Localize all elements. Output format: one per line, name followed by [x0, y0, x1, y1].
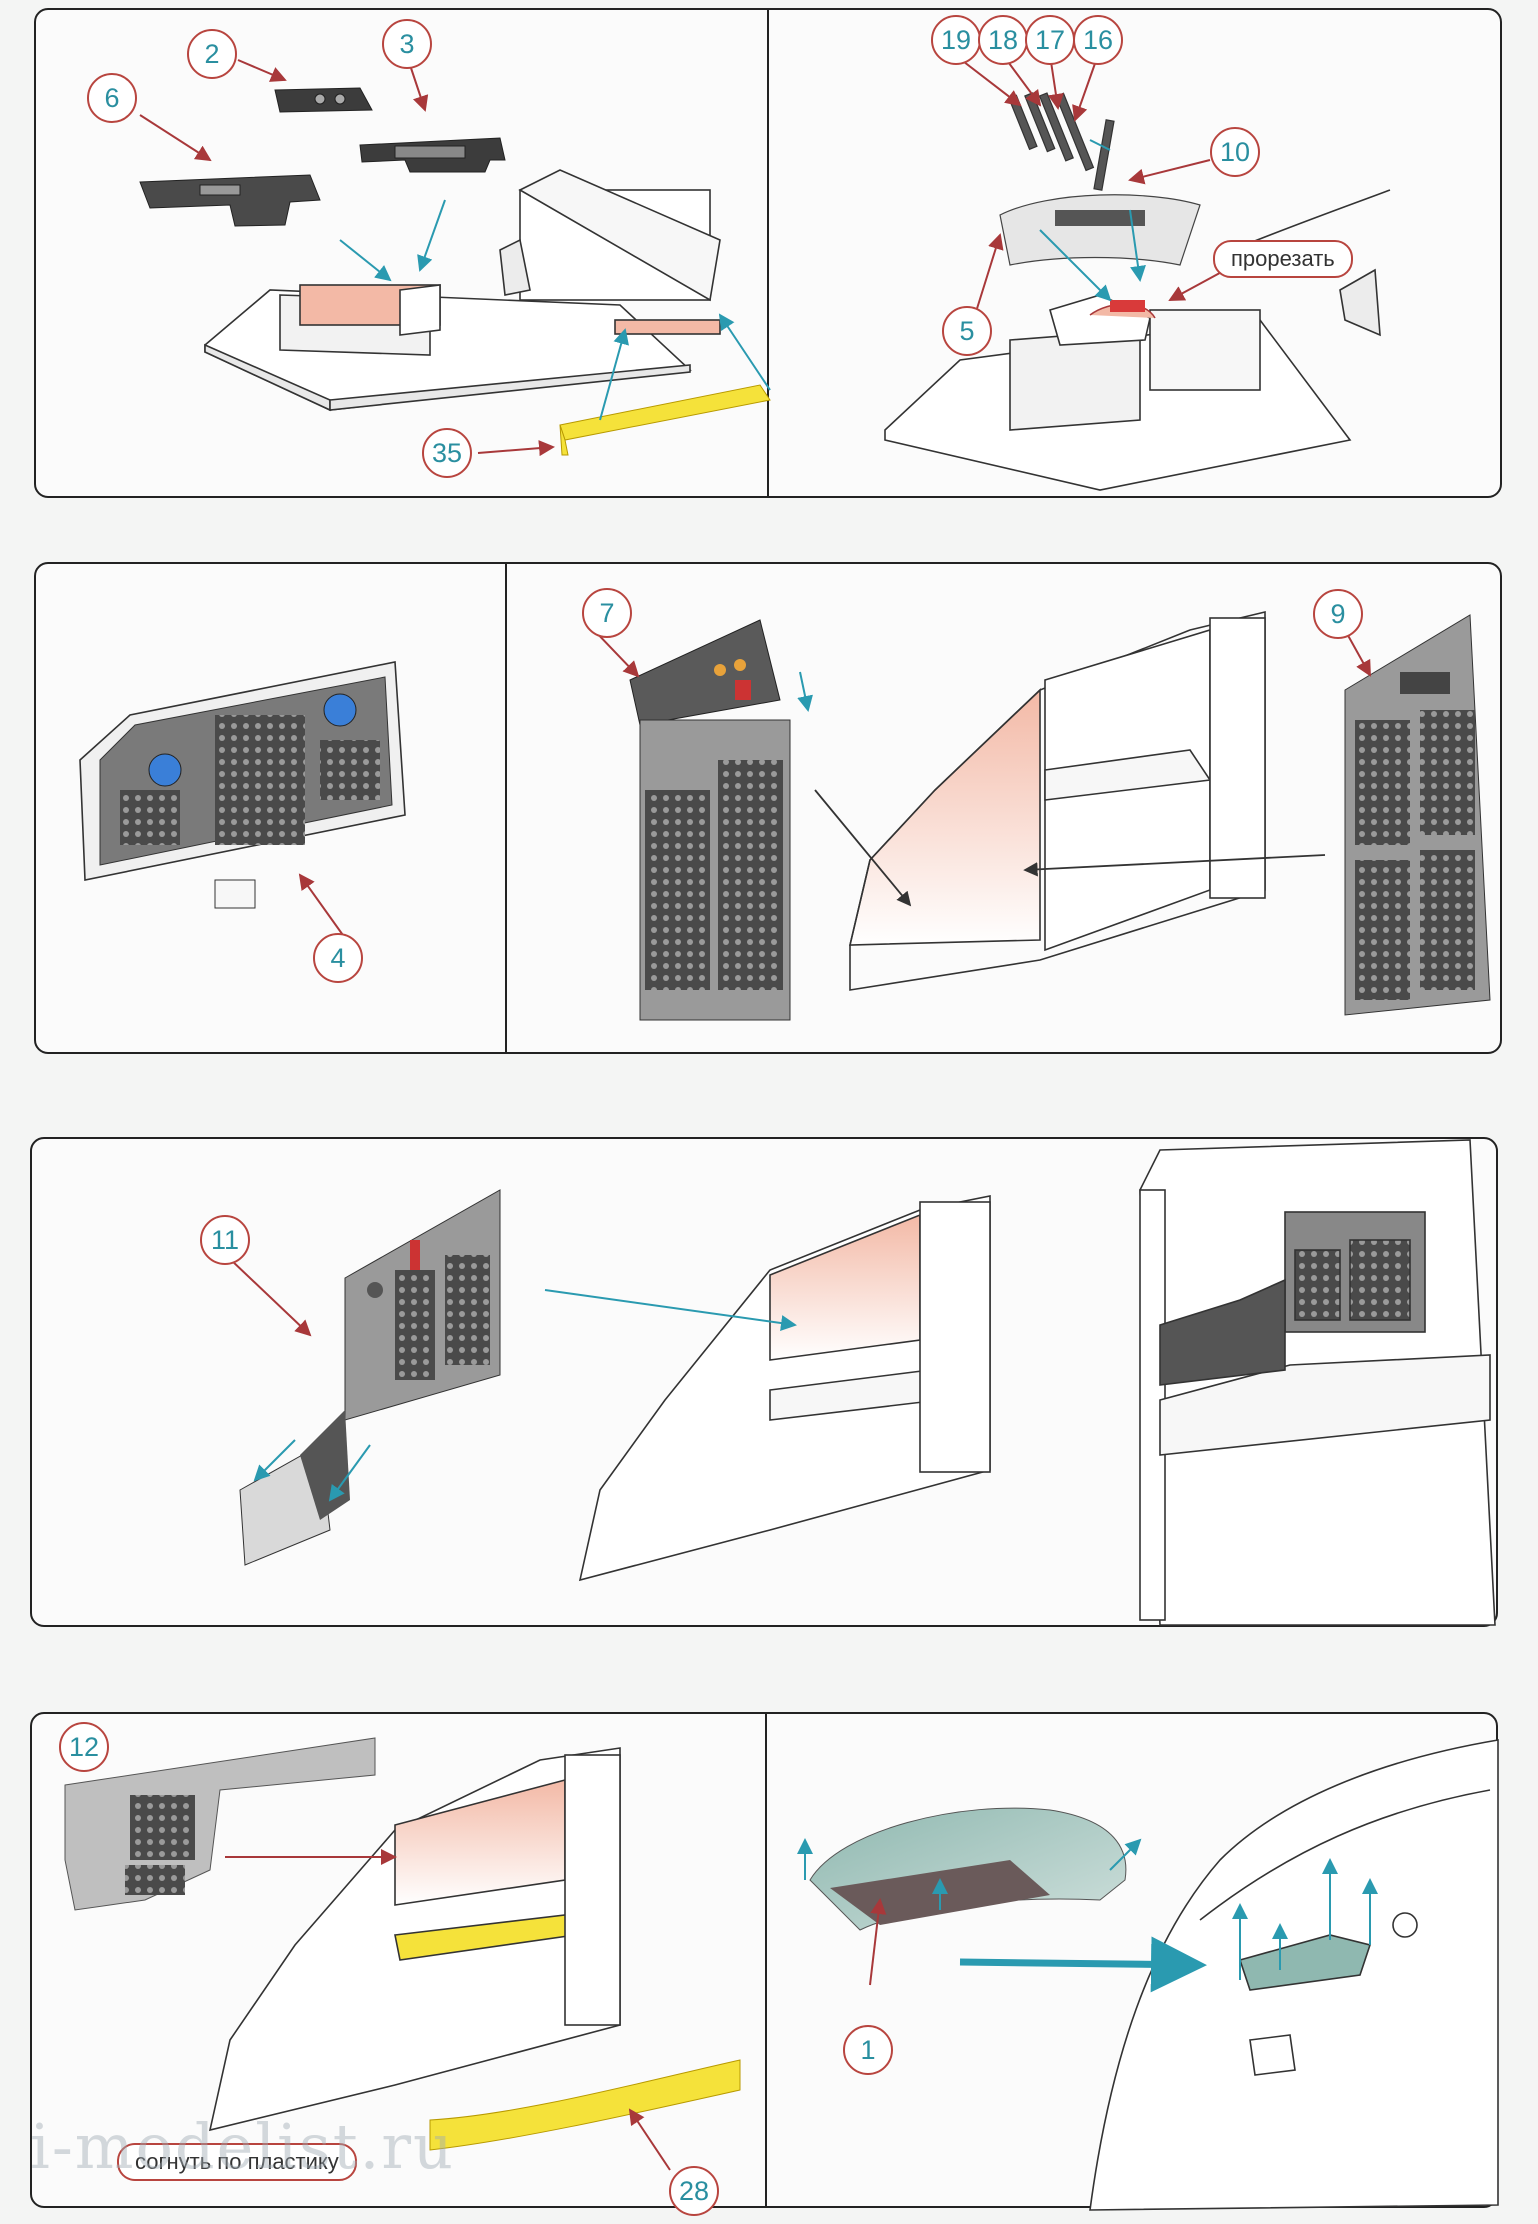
callout-16: 16 [1073, 15, 1123, 65]
callout-19: 19 [931, 15, 981, 65]
callout-18: 18 [978, 15, 1028, 65]
callout-7: 7 [582, 588, 632, 638]
callout-5: 5 [942, 306, 992, 356]
glare-shield-part-5 [999, 194, 1201, 319]
levers-16-19 [1008, 92, 1115, 191]
callout-12: 12 [59, 1722, 109, 1772]
callout-3: 3 [382, 19, 432, 69]
bend-instruction-label: согнуть по пластику [117, 2143, 357, 2181]
callout-28: 28 [669, 2166, 719, 2216]
etched-part-6 [139, 174, 321, 227]
etched-console-part-7 [629, 619, 791, 1021]
panel-divider-row2 [505, 564, 507, 1052]
callout-6: 6 [87, 73, 137, 123]
cut-instruction-label: прорезать [1213, 240, 1353, 278]
side-console-body-2 [578, 1195, 991, 1582]
etched-part-3 [359, 137, 506, 173]
callout-11: 11 [200, 1215, 250, 1265]
panel-divider-row4 [765, 1714, 767, 2206]
etched-part-12 [64, 1737, 376, 1911]
watermark-text: i-modelist.ru [30, 2110, 455, 2183]
etched-console-part-9 [1344, 614, 1491, 1016]
cockpit-base-1 [204, 169, 721, 412]
callout-17: 17 [1025, 15, 1075, 65]
installed-console-view [1139, 1139, 1496, 1626]
etched-part-2 [274, 87, 373, 113]
callout-10: 10 [1210, 127, 1260, 177]
window-part-1 [809, 1807, 1127, 1931]
side-console-body [848, 610, 1266, 991]
bend-strip-part-28 [429, 2059, 741, 2151]
callout-1: 1 [843, 2025, 893, 2075]
callout-2: 2 [187, 29, 237, 79]
panel-divider-row1 [767, 10, 769, 496]
callout-9: 9 [1313, 589, 1363, 639]
fuselage-section [1089, 1739, 1499, 2211]
side-console-body-3 [208, 1747, 621, 2132]
instrument-panel-part-4 [79, 661, 406, 909]
callout-35: 35 [422, 428, 472, 478]
fret-part-35 [559, 384, 771, 456]
callout-4: 4 [313, 933, 363, 983]
etched-panel-part-11 [239, 1189, 501, 1566]
